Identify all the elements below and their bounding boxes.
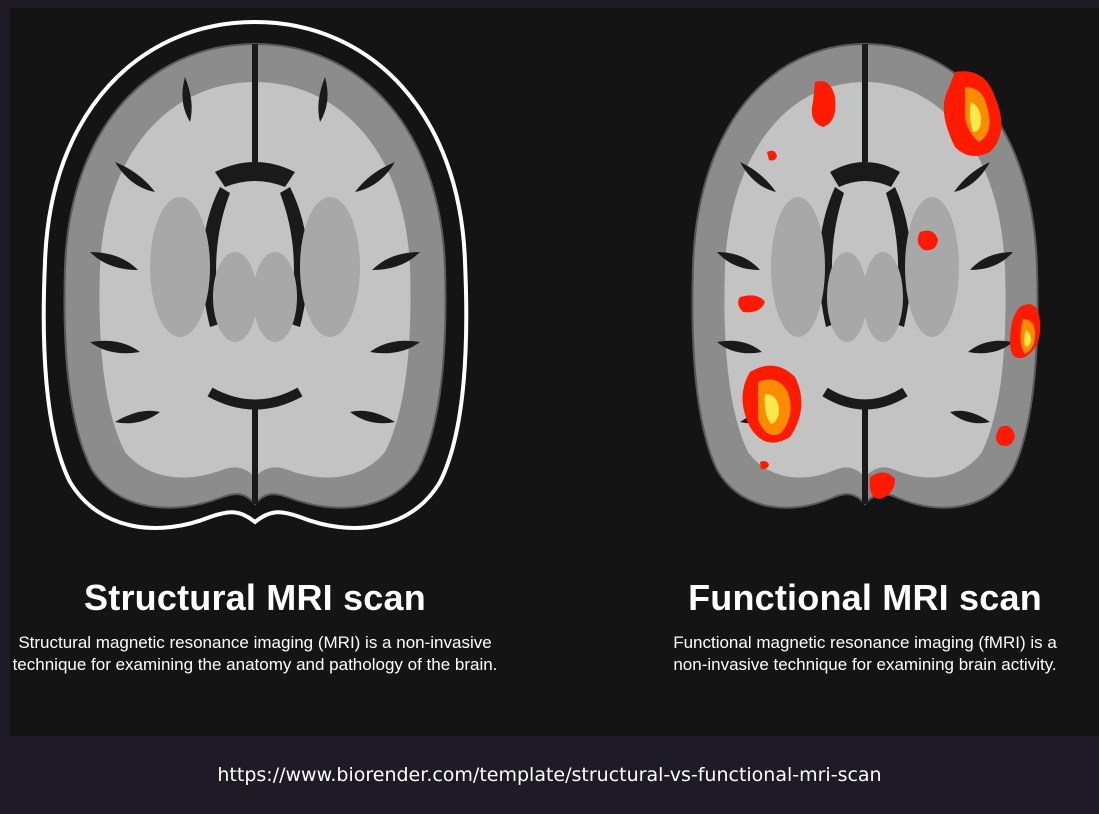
left-basal-ganglia: [150, 197, 210, 337]
functional-title: Functional MRI scan: [655, 577, 1075, 619]
functional-brain-svg: [655, 12, 1075, 548]
structural-description: Structural magnetic resonance imaging (M…: [10, 632, 500, 676]
structural-title: Structural MRI scan: [20, 577, 490, 619]
left-thalamus: [213, 252, 257, 342]
right-thalamus: [253, 252, 297, 342]
source-bar: https://www.biorender.com/template/struc…: [0, 736, 1099, 814]
right-basal-ganglia: [300, 197, 360, 337]
functional-description: Functional magnetic resonance imaging (f…: [660, 632, 1070, 676]
structural-mri-illustration: [20, 12, 490, 548]
functional-mri-illustration: [655, 12, 1075, 548]
structural-brain-svg: [20, 12, 490, 548]
source-link[interactable]: https://www.biorender.com/template/struc…: [217, 764, 881, 786]
